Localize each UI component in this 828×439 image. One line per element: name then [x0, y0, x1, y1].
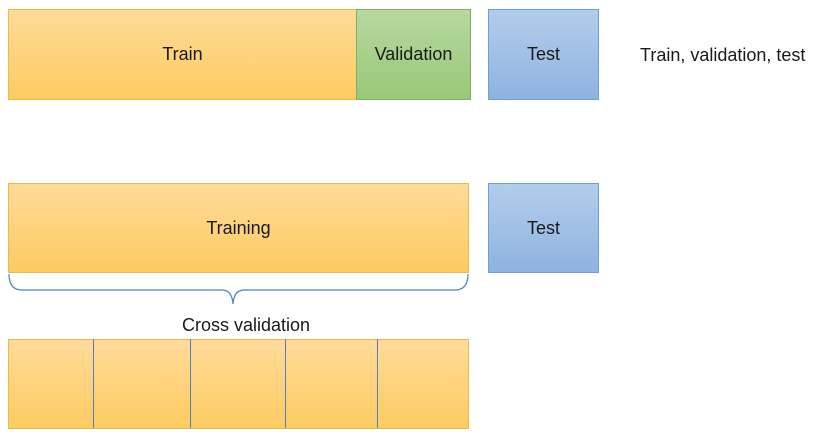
test-block-bottom: Test — [488, 183, 599, 273]
fold-divider-1 — [93, 339, 94, 428]
test-label-bottom: Test — [526, 217, 560, 238]
test-block-top: Test — [488, 9, 599, 100]
split-caption: Train, validation, test — [640, 45, 806, 65]
training-block: Training — [8, 183, 469, 273]
training-label: Training — [206, 217, 271, 238]
fold-divider-3 — [285, 339, 286, 428]
cross-validation-folds — [8, 339, 469, 429]
validation-label: Validation — [374, 44, 453, 64]
cross-validation-label: Cross validation — [182, 315, 311, 335]
test-label-top: Test — [526, 44, 560, 64]
train-block: Train — [8, 9, 357, 100]
validation-block: Validation — [356, 9, 471, 100]
fold-divider-2 — [190, 339, 191, 428]
fold-divider-4 — [377, 339, 378, 428]
train-label: Train — [162, 44, 203, 64]
